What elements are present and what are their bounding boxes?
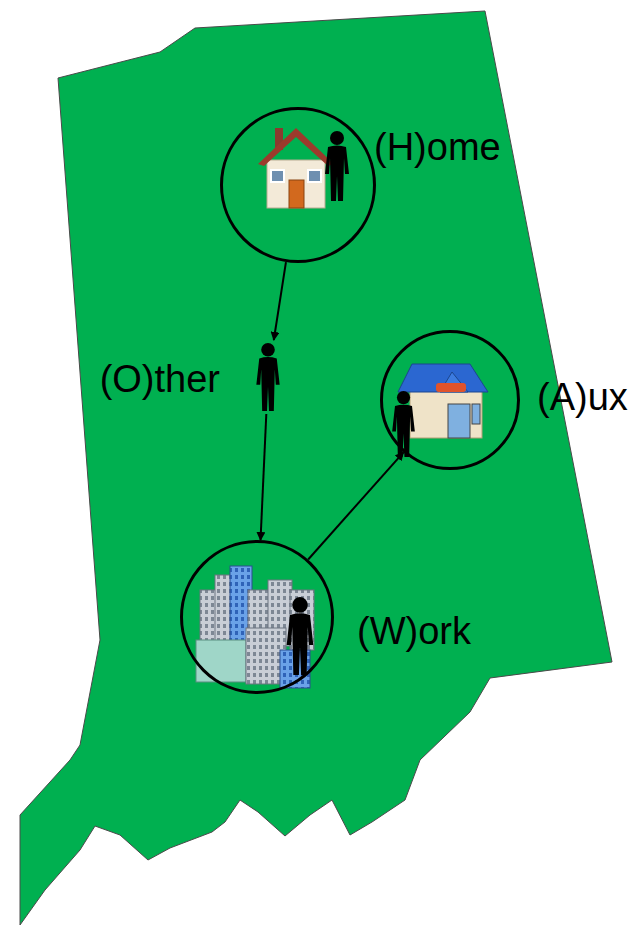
travel-arrow bbox=[261, 414, 267, 540]
state-outline bbox=[20, 11, 612, 925]
circle-outline bbox=[180, 540, 334, 694]
place-label: (W)ork bbox=[357, 611, 471, 653]
place-label: (A)ux bbox=[537, 377, 628, 419]
house-icon bbox=[258, 128, 334, 208]
person-icon bbox=[256, 343, 279, 411]
circle-outline bbox=[380, 330, 520, 470]
circle-outline bbox=[220, 107, 376, 263]
circle-outline bbox=[182, 542, 333, 693]
place-label: (H)ome bbox=[374, 127, 501, 169]
travel-arrow bbox=[274, 262, 286, 340]
place-circle: (H)ome bbox=[220, 107, 376, 263]
circle-outline bbox=[222, 109, 375, 262]
place-circle: (W)ork bbox=[180, 540, 334, 694]
person-icon bbox=[392, 391, 415, 457]
place-marker: (O)ther bbox=[252, 340, 284, 414]
person-icon bbox=[325, 131, 349, 201]
person-icon bbox=[287, 597, 314, 675]
circle-outline bbox=[382, 332, 519, 469]
city-icon bbox=[196, 566, 314, 688]
place-circle: (A)ux bbox=[380, 330, 520, 470]
place-label: (O)ther bbox=[100, 359, 220, 401]
travel-arrow bbox=[308, 452, 403, 559]
